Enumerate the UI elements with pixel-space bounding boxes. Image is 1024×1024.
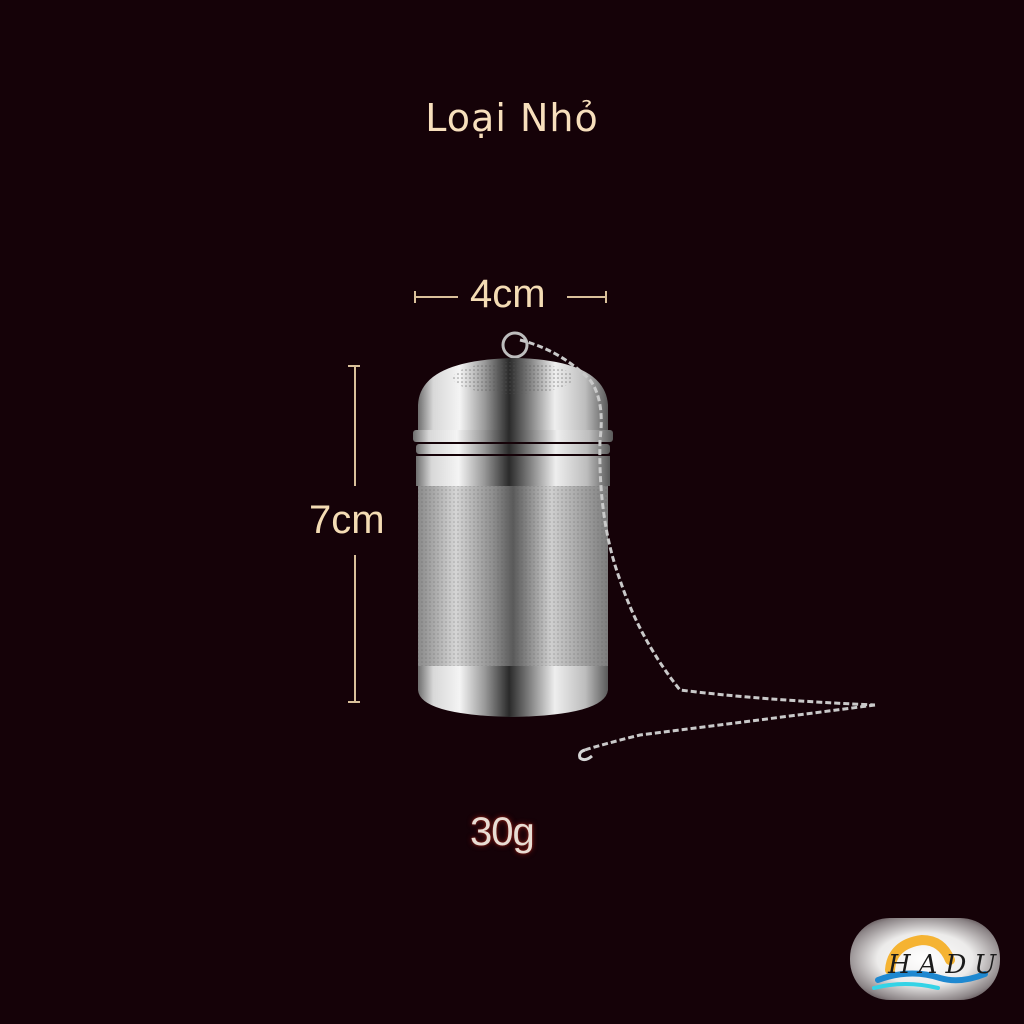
width-left-tick	[414, 291, 416, 303]
logo-text: HADU	[888, 950, 1005, 980]
brand-logo	[850, 918, 1000, 1000]
width-left-line	[416, 296, 458, 298]
height-bottom-tick	[348, 701, 360, 703]
tea-infuser-image	[413, 331, 876, 762]
width-right-line	[567, 296, 607, 298]
height-top-line	[354, 366, 356, 486]
height-bottom-line	[354, 555, 356, 702]
width-label: 4cm	[470, 272, 546, 316]
width-right-tick	[605, 291, 607, 303]
logo-graphic-icon	[872, 934, 988, 990]
height-label: 7cm	[309, 498, 385, 542]
weight-label: 30g	[470, 810, 535, 854]
page-title: Loại Nhỏ	[425, 96, 599, 140]
